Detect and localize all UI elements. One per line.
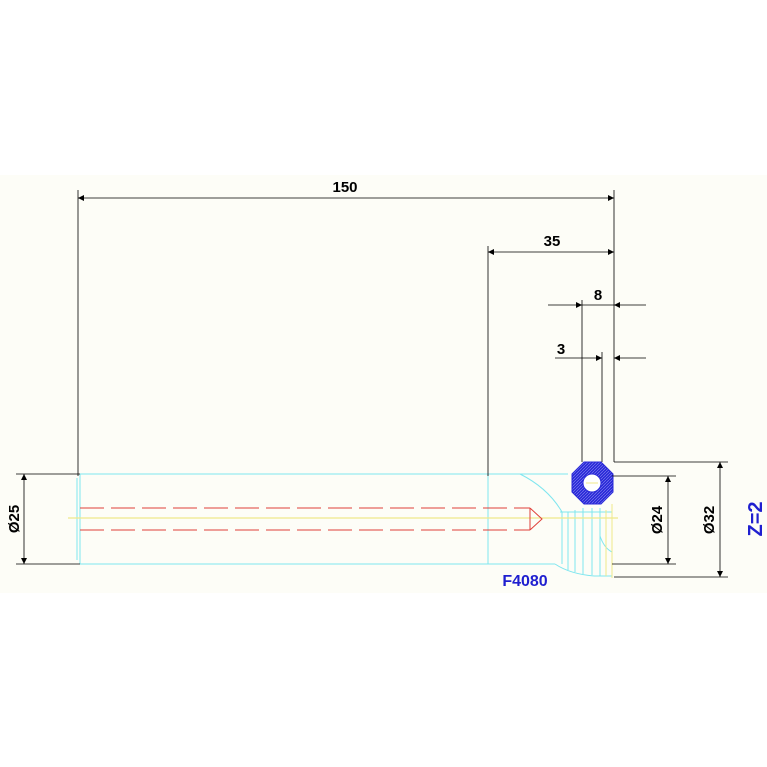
end-face	[605, 504, 613, 578]
dim-label-8: 8	[594, 287, 602, 304]
dim-label-3: 3	[557, 341, 565, 358]
part-outline	[76, 473, 613, 577]
dim-label-d25: Ø25	[6, 505, 23, 533]
section-circle	[571, 461, 614, 505]
drawing-sheet	[0, 175, 767, 593]
neck-fillet-bottom	[554, 563, 595, 577]
dim-label-35: 35	[544, 233, 561, 250]
dim-label-150: 150	[332, 179, 357, 196]
part-code-label: F4080	[502, 573, 547, 590]
hidden-bore	[80, 507, 530, 531]
end-fillet	[599, 535, 613, 553]
quantity-label: Z=2	[745, 501, 767, 536]
neck-fillet-top	[519, 473, 563, 513]
dim-label-d24: Ø24	[649, 505, 666, 534]
bore-tip	[529, 507, 543, 531]
dim-label-d32: Ø32	[701, 506, 718, 534]
dimension-lines	[16, 190, 728, 578]
